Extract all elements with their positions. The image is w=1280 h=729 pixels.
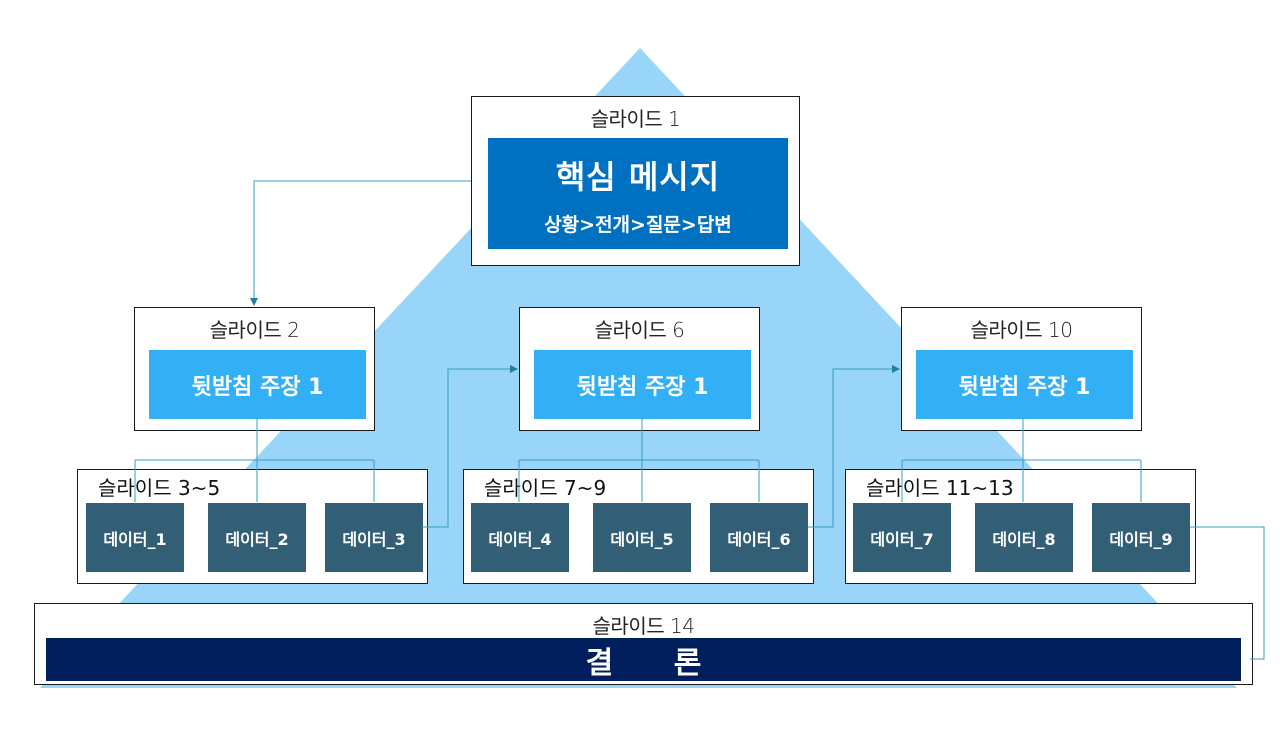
slide-7-9-label: 슬라이드 7~9: [484, 476, 607, 500]
slide-6-box[interactable]: 슬라이드 6 뒷받침 주장 1: [519, 307, 760, 431]
support-claim-1[interactable]: 뒷받침 주장 1: [149, 350, 366, 419]
slide-2-box[interactable]: 슬라이드 2 뒷받침 주장 1: [134, 307, 375, 431]
slide-14-box[interactable]: 슬라이드 14 결 론: [34, 603, 1253, 685]
data-item-4[interactable]: 데이터_4: [471, 503, 569, 572]
key-message-subtitle: 상황>전개>질문>답변: [544, 214, 732, 236]
data-item-3[interactable]: 데이터_3: [325, 503, 423, 572]
slide-11-13-label: 슬라이드 11~13: [866, 476, 1014, 500]
data-item-9[interactable]: 데이터_9: [1092, 503, 1190, 572]
data-item-7[interactable]: 데이터_7: [853, 503, 951, 572]
slide-14-label: 슬라이드 14: [592, 614, 695, 638]
slide-2-label: 슬라이드 2: [209, 318, 300, 342]
data-item-2[interactable]: 데이터_2: [208, 503, 306, 572]
key-message-box[interactable]: 핵심 메시지 상황>전개>질문>답변: [488, 138, 788, 249]
support-claim-3[interactable]: 뒷받침 주장 1: [916, 350, 1133, 419]
slide-10-box[interactable]: 슬라이드 10 뒷받침 주장 1: [901, 307, 1142, 431]
data-item-1[interactable]: 데이터_1: [86, 503, 184, 572]
data-item-8[interactable]: 데이터_8: [975, 503, 1073, 572]
slide-1-label: 슬라이드 1: [590, 107, 681, 131]
data-item-6[interactable]: 데이터_6: [710, 503, 808, 572]
slide-3-5-label: 슬라이드 3~5: [98, 476, 221, 500]
support-claim-2[interactable]: 뒷받침 주장 1: [534, 350, 751, 419]
slide-3-5-box[interactable]: 슬라이드 3~5 데이터_1 데이터_2 데이터_3: [77, 469, 428, 584]
conclusion-box[interactable]: 결 론: [46, 638, 1241, 681]
key-message-title: 핵심 메시지: [555, 158, 721, 196]
slide-10-label: 슬라이드 10: [970, 318, 1073, 342]
data-item-5[interactable]: 데이터_5: [593, 503, 691, 572]
slide-7-9-box[interactable]: 슬라이드 7~9 데이터_4 데이터_5 데이터_6: [463, 469, 814, 584]
slide-1-box[interactable]: 슬라이드 1 핵심 메시지 상황>전개>질문>답변: [471, 96, 800, 266]
slide-6-label: 슬라이드 6: [594, 318, 685, 342]
slide-11-13-box[interactable]: 슬라이드 11~13 데이터_7 데이터_8 데이터_9: [845, 469, 1196, 584]
